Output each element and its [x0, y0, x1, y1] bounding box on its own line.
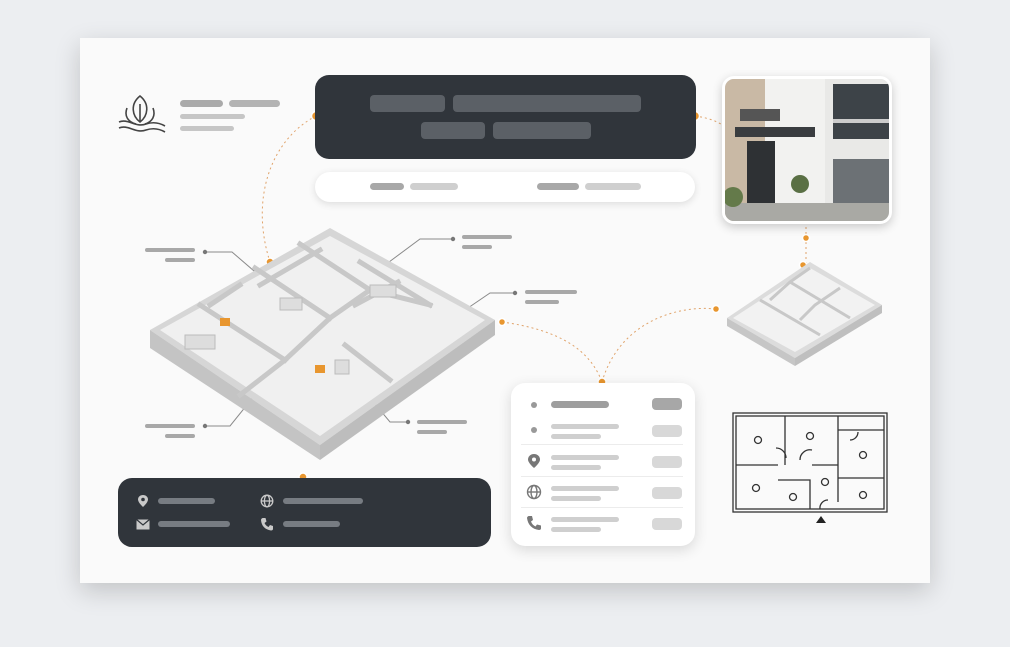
connector-line: [261, 115, 317, 263]
mail-icon: [136, 519, 150, 530]
connector-dot: [711, 304, 721, 314]
info-pill: [315, 172, 695, 202]
connector-dot: [801, 233, 811, 243]
small-isometric-plan: [727, 262, 882, 366]
leaf-wave-logo: [118, 94, 166, 133]
connector-dot: [497, 317, 507, 327]
globe-icon: [526, 484, 542, 500]
connector-line: [601, 307, 717, 383]
map-pin-icon: [138, 495, 148, 507]
contact-panel: [118, 478, 491, 547]
map-pin-icon: [528, 454, 540, 468]
phone-icon: [527, 516, 541, 530]
dot-icon: [531, 402, 537, 408]
info-list-card: [511, 383, 695, 546]
phone-icon: [261, 518, 273, 531]
connector-line: [501, 321, 603, 383]
globe-icon: [260, 494, 274, 508]
list-item[interactable]: [521, 471, 683, 517]
list-item[interactable]: [521, 383, 683, 429]
leader-line: [384, 238, 453, 266]
dot-icon: [531, 427, 537, 433]
leader-line: [464, 292, 515, 311]
list-item[interactable]: [521, 409, 683, 455]
list-item[interactable]: [521, 440, 683, 486]
list-item[interactable]: [521, 502, 683, 548]
isometric-floor-plan: [150, 228, 495, 460]
blueprint-plan: [732, 412, 888, 523]
header-panel: [315, 75, 696, 159]
building-photo: [722, 76, 892, 224]
entry-arrow-icon: [816, 516, 826, 523]
